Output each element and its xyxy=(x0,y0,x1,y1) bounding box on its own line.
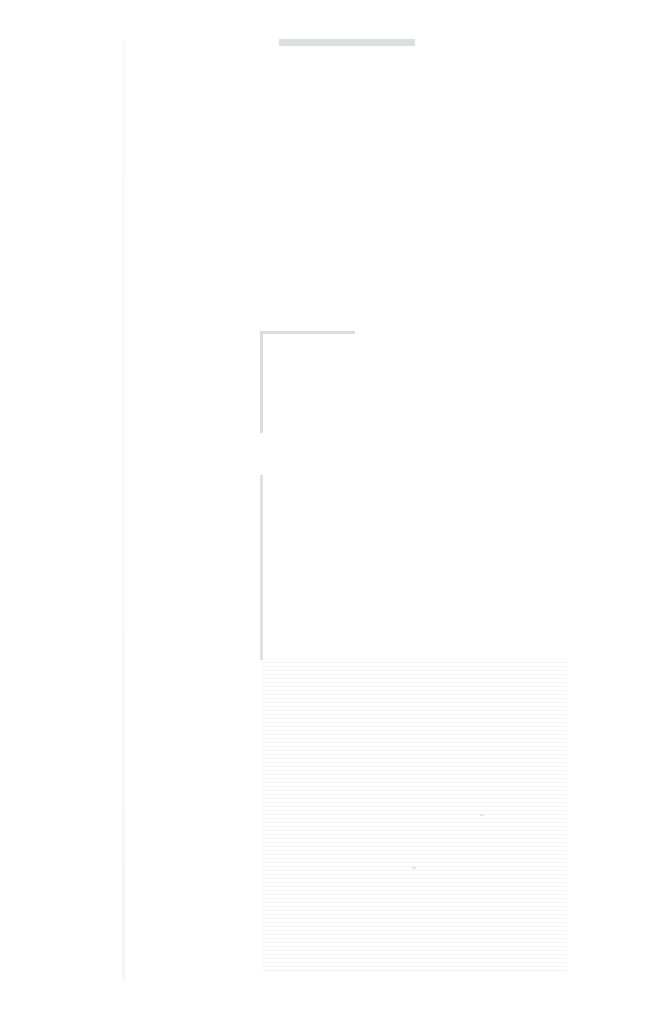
frame-top-edge xyxy=(260,331,355,334)
left-rail-divider xyxy=(122,40,125,980)
panel-mark xyxy=(480,814,484,816)
top-placeholder-bar xyxy=(279,39,415,46)
panel-mark xyxy=(412,867,416,869)
frame-left-edge xyxy=(260,331,263,433)
content-frame-top xyxy=(260,331,355,433)
content-frame-left-border xyxy=(260,475,263,660)
striped-content-panel xyxy=(262,662,567,973)
